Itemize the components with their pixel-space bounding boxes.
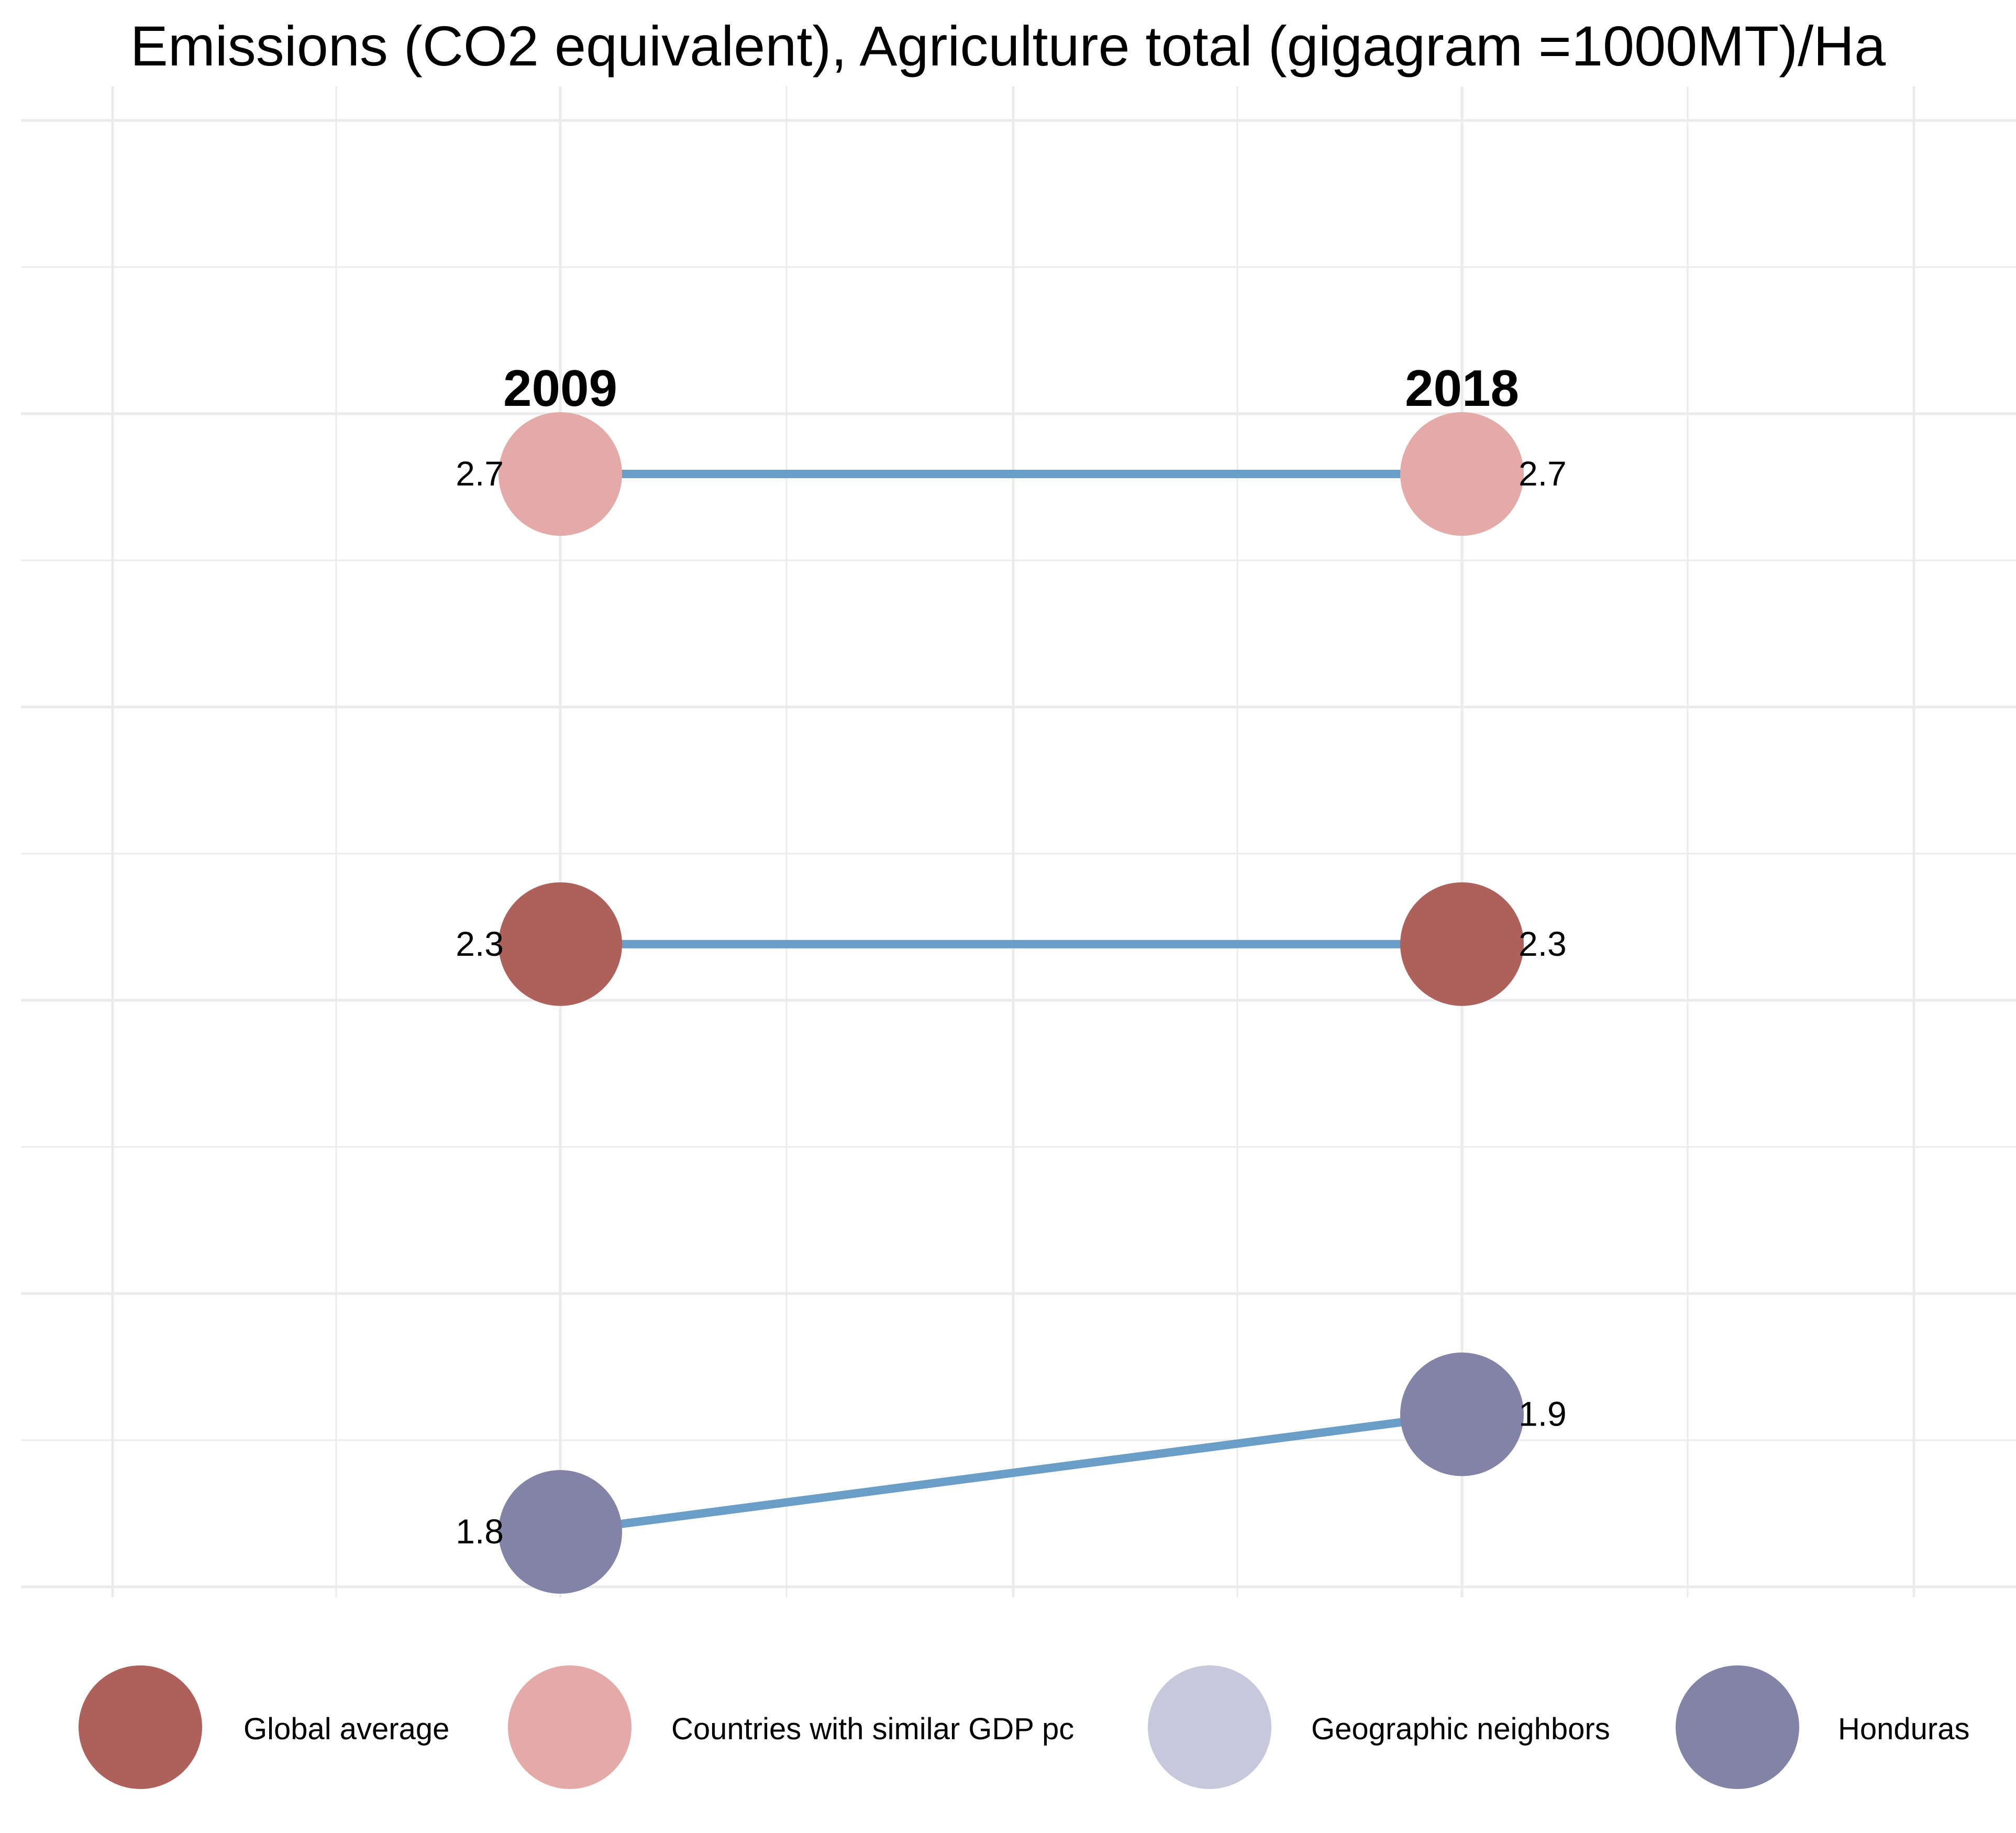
legend-label-global-average: Global average [243, 1712, 450, 1746]
point-honduras-2009 [499, 1470, 622, 1594]
point-honduras-2018 [1400, 1352, 1524, 1476]
value-label-global-average-2018: 2.3 [1519, 924, 1567, 963]
year-header-2009: 2009 [503, 359, 617, 417]
legend-label-similar-gdp: Countries with similar GDP pc [671, 1712, 1075, 1746]
legend-swatch-geographic-neighbors [1148, 1665, 1271, 1789]
connector-line-honduras [559, 1410, 1463, 1536]
legend-swatch-honduras [1676, 1665, 1799, 1789]
value-label-honduras-2018: 1.9 [1519, 1395, 1567, 1433]
legend-label-honduras: Honduras [1838, 1712, 1970, 1746]
data-points [499, 412, 1524, 1594]
year-header-2018: 2018 [1405, 359, 1519, 417]
legend-label-geographic-neighbors: Geographic neighbors [1311, 1712, 1610, 1746]
point-countries-with-similar-gdp-pc-2018 [1400, 412, 1524, 536]
connector-lines [559, 470, 1463, 1536]
chart-title: Emissions (CO2 equivalent), Agriculture … [130, 14, 1886, 78]
legend: Global average Countries with similar GD… [0, 1660, 2016, 1796]
legend-swatch-similar-gdp [508, 1665, 632, 1789]
value-label-countries-with-similar-gdp-pc-2018: 2.7 [1519, 454, 1567, 493]
value-label-countries-with-similar-gdp-pc-2009: 2.7 [456, 454, 504, 493]
value-label-honduras-2009: 1.8 [456, 1512, 504, 1551]
point-countries-with-similar-gdp-pc-2009 [499, 412, 622, 536]
point-global-average-2018 [1400, 882, 1524, 1006]
grid-layer [21, 86, 2016, 1597]
year-headers: 2009 2018 [503, 359, 1519, 417]
value-labels: 2.7 2.7 2.3 2.3 1.8 1.9 [456, 454, 1567, 1551]
legend-swatch-global-average [79, 1665, 202, 1789]
point-global-average-2009 [499, 882, 622, 1006]
value-label-global-average-2009: 2.3 [456, 924, 504, 963]
